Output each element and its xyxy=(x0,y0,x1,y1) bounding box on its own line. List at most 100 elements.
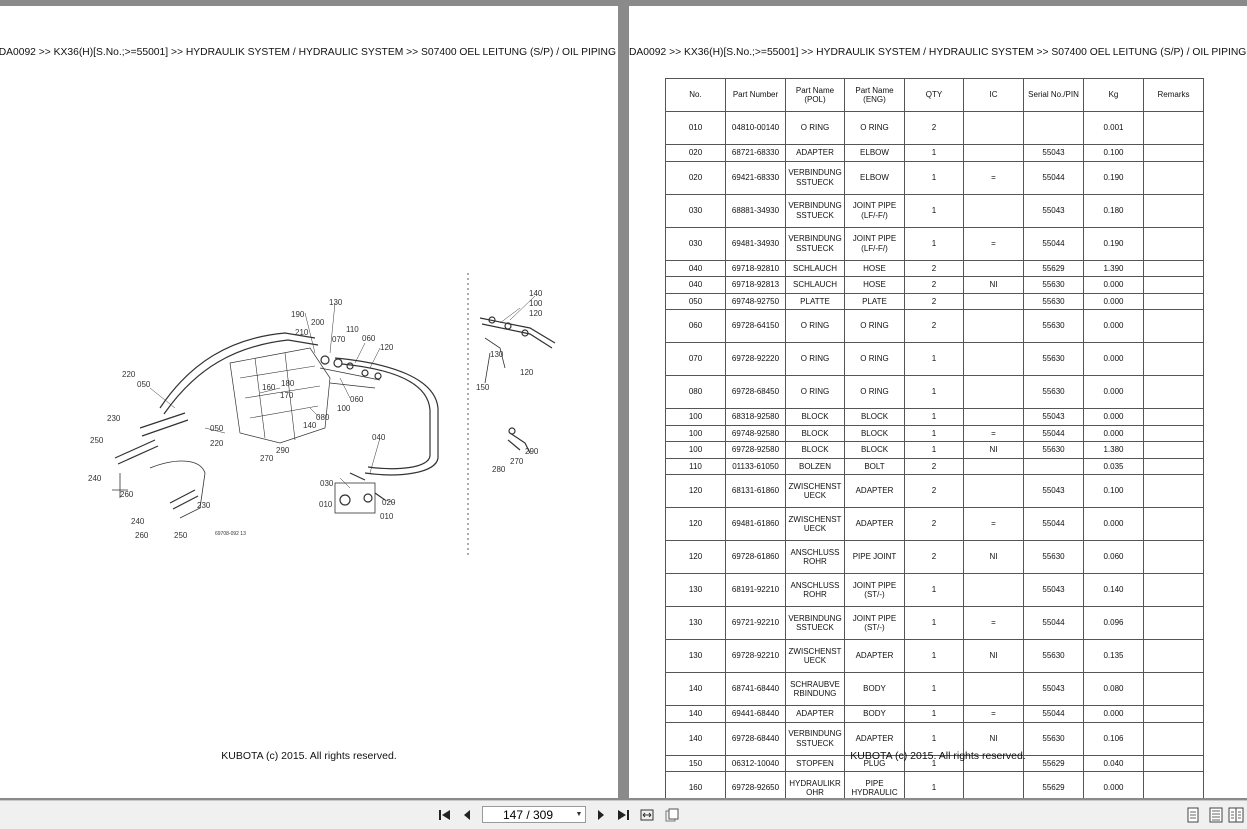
table-cell: 69728-92210 xyxy=(725,639,786,673)
chevron-down-icon[interactable]: ▼ xyxy=(575,811,583,818)
table-cell: 020 xyxy=(665,144,726,162)
callout-label: 130 xyxy=(329,298,343,307)
table-cell xyxy=(963,111,1024,145)
table-cell: NI xyxy=(963,441,1024,459)
callout-label: 240 xyxy=(88,474,102,483)
column-header: Remarks xyxy=(1143,78,1204,112)
table-cell: 1 xyxy=(904,441,964,459)
table-cell: 110 xyxy=(665,457,726,475)
table-cell xyxy=(963,474,1024,508)
right-page: DA0092 >> KX36(H)[S.No.;>=55001] >> HYDR… xyxy=(629,6,1247,798)
table-cell xyxy=(1143,705,1204,723)
table-cell xyxy=(963,573,1024,607)
callout-label: 200 xyxy=(311,318,325,327)
table-cell: BLOCK xyxy=(844,408,905,426)
table-cell: 130 xyxy=(665,639,726,673)
table-cell: ZWISCHENST UECK xyxy=(785,474,845,508)
two-page-icon[interactable] xyxy=(1207,805,1225,825)
prev-page-icon[interactable] xyxy=(458,805,476,825)
page-number-field[interactable]: 147 / 309 ▼ xyxy=(482,806,586,823)
callout-label: 230 xyxy=(197,501,211,510)
table-cell xyxy=(963,193,1024,228)
table-cell: PLATE xyxy=(844,292,905,310)
table-cell: 55630 xyxy=(1023,721,1084,756)
callout-label: 060 xyxy=(350,395,364,404)
table-cell: 1 xyxy=(904,639,964,673)
table-cell: 55043 xyxy=(1023,193,1084,228)
callout-label: 010 xyxy=(319,500,333,509)
table-cell: SCHLAUCH xyxy=(785,259,845,277)
callout-label: 180 xyxy=(281,379,295,388)
table-cell xyxy=(1143,424,1204,442)
table-cell: 55043 xyxy=(1023,144,1084,162)
table-cell: 2 xyxy=(904,457,964,475)
column-header: QTY xyxy=(904,78,964,112)
callout-label: 220 xyxy=(122,370,136,379)
table-cell xyxy=(1023,111,1084,145)
callout-label: 140 xyxy=(303,421,317,430)
table-cell: 1 xyxy=(904,721,964,756)
table-cell: = xyxy=(963,160,1024,195)
table-cell: 68318-92580 xyxy=(725,408,786,426)
fit-width-icon[interactable] xyxy=(638,805,656,825)
table-cell: 2 xyxy=(904,111,964,145)
last-page-icon[interactable] xyxy=(614,805,632,825)
table-cell xyxy=(1143,457,1204,475)
table-cell: 0.000 xyxy=(1083,309,1144,343)
single-page-icon[interactable] xyxy=(1184,805,1202,825)
first-page-icon[interactable] xyxy=(436,805,454,825)
table-cell: 0.000 xyxy=(1083,408,1144,426)
table-cell: 2 xyxy=(904,507,964,541)
table-cell: NI xyxy=(963,540,1024,574)
callout-label: 050 xyxy=(210,424,224,433)
table-cell: O RING xyxy=(785,111,845,145)
table-cell xyxy=(1143,160,1204,195)
table-cell: 0.000 xyxy=(1083,424,1144,442)
table-cell: 0.135 xyxy=(1083,639,1144,673)
table-cell: 0.000 xyxy=(1083,292,1144,310)
callout-label: 250 xyxy=(90,436,104,445)
table-cell: 0.060 xyxy=(1083,540,1144,574)
callout-label: 120 xyxy=(529,309,543,318)
table-cell: 040 xyxy=(665,259,726,277)
table-cell: VERBINDUNG SSTUECK xyxy=(785,226,845,261)
rotate-icon[interactable] xyxy=(662,805,680,825)
table-cell: 69728-92650 xyxy=(725,771,786,798)
table-cell: JOINT PIPE (ST/-) xyxy=(844,606,905,640)
column-header: Part Number xyxy=(725,78,786,112)
callout-label: 040 xyxy=(372,433,386,442)
callout-label: 100 xyxy=(337,404,351,413)
callout-label: 030 xyxy=(320,479,334,488)
callout-label: 120 xyxy=(520,368,534,377)
table-cell: BLOCK xyxy=(785,424,845,442)
table-cell: 69728-68450 xyxy=(725,375,786,409)
table-cell: 1 xyxy=(904,606,964,640)
callout-label: 160 xyxy=(262,383,276,392)
table-cell: 2 xyxy=(904,474,964,508)
grid-view-icon[interactable] xyxy=(1227,805,1245,825)
table-cell xyxy=(1023,457,1084,475)
column-header: Part Name (ENG) xyxy=(844,78,905,112)
table-cell: ADAPTER xyxy=(844,507,905,541)
table-cell xyxy=(1143,226,1204,261)
next-page-icon[interactable] xyxy=(592,805,610,825)
table-cell: VERBINDUNG SSTUECK xyxy=(785,606,845,640)
table-cell: 55044 xyxy=(1023,606,1084,640)
table-cell: 1 xyxy=(904,573,964,607)
table-header-row: No. Part Number Part Name (POL) Part Nam… xyxy=(665,78,1204,112)
callout-label: 130 xyxy=(490,350,504,359)
callout-label: 170 xyxy=(280,391,294,400)
table-cell: 140 xyxy=(665,705,726,723)
table-cell: PLATTE xyxy=(785,292,845,310)
table-cell: 55629 xyxy=(1023,771,1084,798)
table-cell xyxy=(963,375,1024,409)
table-cell: BODY xyxy=(844,672,905,706)
